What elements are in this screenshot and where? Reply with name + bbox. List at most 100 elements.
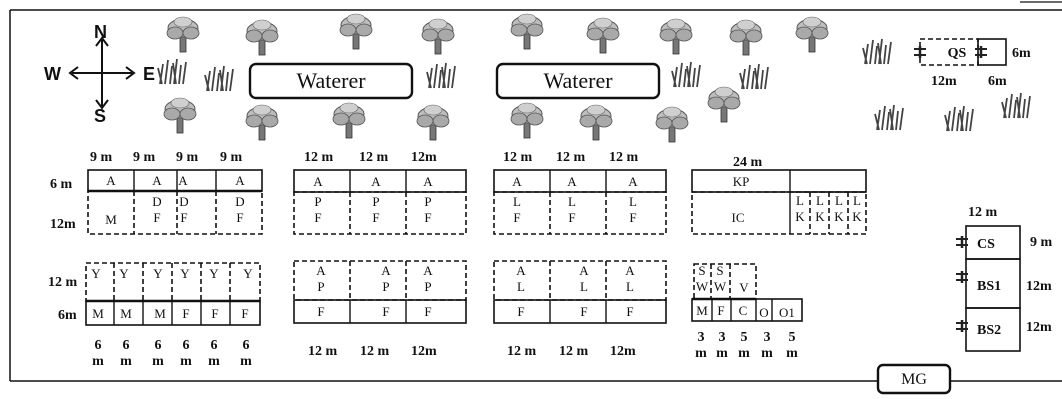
dim-label: 6m <box>58 308 77 323</box>
gate-icon <box>912 44 928 60</box>
dim-label: 24 m <box>733 155 763 170</box>
cell-label: F <box>424 304 431 319</box>
cell-label: V <box>739 280 749 295</box>
tree-icon <box>339 13 373 50</box>
cell-label: F <box>580 304 587 319</box>
cell-label: A <box>178 173 188 188</box>
waterer-1: Waterer <box>248 62 414 100</box>
compass-s: S <box>94 106 106 126</box>
tree-icon <box>245 19 279 56</box>
tree-icon <box>245 104 279 141</box>
gate-icon <box>973 44 989 60</box>
cell-label: M <box>92 306 104 321</box>
waterer-label: Waterer <box>296 68 366 93</box>
dim-label: 12 m <box>360 344 390 359</box>
tree-icon <box>332 102 366 139</box>
grass-icon <box>426 62 456 89</box>
compass-w: W <box>44 64 61 84</box>
mg-gate: MG <box>876 363 952 395</box>
qs-dim: 6m <box>988 74 1007 89</box>
dim-label: 9 m <box>176 150 199 165</box>
tree-icon <box>659 18 693 55</box>
cell-label: A <box>152 173 162 188</box>
cell-label: F <box>517 304 524 319</box>
cell-label: M <box>696 303 708 318</box>
cell-label: F <box>317 304 324 319</box>
cell-label: Y <box>209 266 219 281</box>
dim-label: 12m <box>411 150 437 165</box>
dim-label: 12 m <box>507 344 537 359</box>
qs-label: QS <box>948 46 967 61</box>
tree-icon <box>416 104 450 141</box>
cell-label: O <box>759 305 768 320</box>
dim-label: 12 m <box>308 344 338 359</box>
dim-label: 12m <box>1026 320 1052 335</box>
tree-icon <box>655 106 689 143</box>
cell-label: O1 <box>779 305 795 320</box>
cell-label: Y <box>180 266 190 281</box>
dim-label: 12m <box>50 217 76 232</box>
cell-label: F <box>626 304 633 319</box>
qs-structure: QS 6m 12m 6m <box>912 38 1031 89</box>
cell-label: A <box>628 174 638 189</box>
cell-label: KP <box>733 174 750 189</box>
sheds: 12 m CS BS1 BS2 9 m 12m 12m <box>954 205 1053 352</box>
cell-label: F <box>382 304 389 319</box>
compass-n: N <box>94 22 107 42</box>
cell-label: F <box>717 303 724 318</box>
cell-label: A <box>313 174 323 189</box>
cell-label: A <box>235 173 245 188</box>
dim-label: 12 m <box>48 275 78 290</box>
dim-label: 12m <box>1026 279 1052 294</box>
dim-label: 9 m <box>90 150 113 165</box>
cell-label: M <box>154 306 166 321</box>
cell-label: F <box>241 306 248 321</box>
qs-dim: 12m <box>931 74 957 89</box>
dim-label: 12 m <box>359 150 389 165</box>
tree-icon <box>510 102 544 139</box>
grass-icon <box>862 38 892 65</box>
cell-label: A <box>567 174 577 189</box>
compass-icon: N S E W <box>44 22 155 126</box>
compass-e: E <box>143 64 155 84</box>
tree-icon <box>163 97 197 134</box>
qs-dim: 6m <box>1012 46 1031 61</box>
grass-icon <box>671 61 701 88</box>
dim-label: 12 m <box>503 150 533 165</box>
tree-icon <box>421 18 455 55</box>
tree-icon <box>510 13 544 50</box>
cell-label: IC <box>732 210 745 225</box>
cell-label: A <box>512 174 522 189</box>
grass-icon <box>944 105 974 132</box>
dim-label: 12 m <box>559 344 589 359</box>
grass-icon <box>739 63 769 90</box>
grass-icon <box>157 58 187 85</box>
dim-label: 9 m <box>133 150 156 165</box>
